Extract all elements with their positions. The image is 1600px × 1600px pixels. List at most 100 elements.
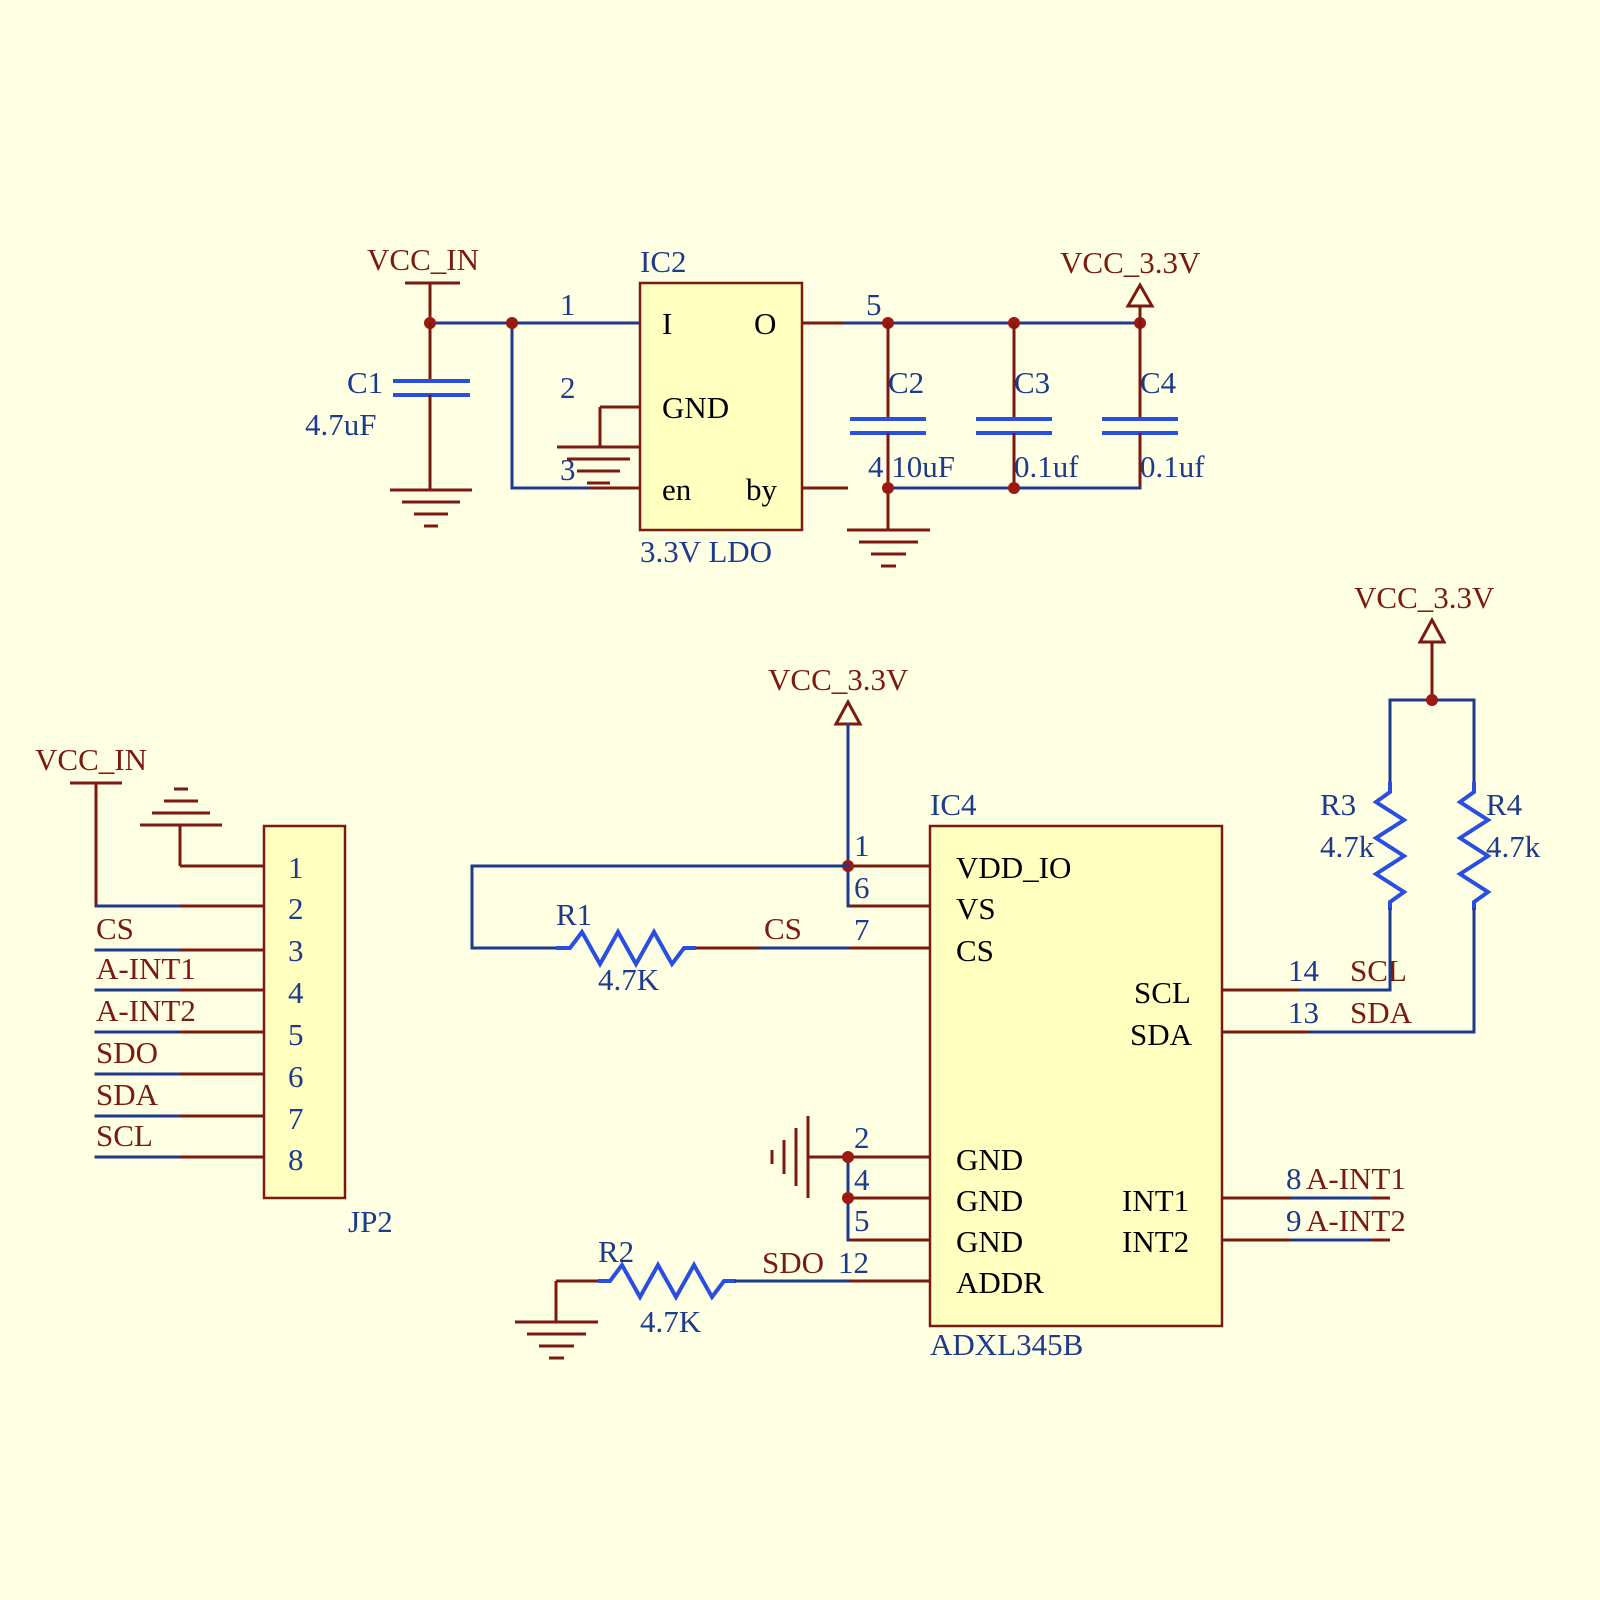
ic2-ref: IC2 [640,244,687,279]
jp2-ref: JP2 [348,1204,393,1239]
jp2-net-cs: CS [96,911,134,946]
cs-net-label: CS [764,911,802,946]
vcc33-power-port-top: VCC_3.3V [1060,245,1201,323]
ic4-pin-name-cs: CS [956,933,994,968]
jp2-net-a-int1: A-INT1 [96,951,196,986]
a-int1-net-label: A-INT1 [1306,1161,1406,1196]
c1-ground-icon [390,488,472,528]
ic4-pin-name-gnd-4: GND [956,1183,1023,1218]
ic4-pin-num-7: 7 [854,912,870,947]
ic2-pin-en: en [662,472,692,507]
jp2-net-a-int2: A-INT2 [96,993,196,1028]
ic2-ground-icon [557,445,640,485]
jp2-pin-2: 2 [288,891,304,926]
jp2-body [262,824,347,1200]
ic4-body [928,824,1224,1328]
jp2-connector: VCC_IN CS A-INT1 A-INT2 SDO SDA SCL 1 2 … [35,742,393,1239]
r3-ref: R3 [1320,787,1356,822]
c1-ref: C1 [347,365,383,400]
jp2-net-scl: SCL [96,1118,153,1153]
ic4-pin-name-gnd-2: GND [956,1142,1023,1177]
scl-net-label: SCL [1350,953,1407,988]
ic4-pin-name-scl: SCL [1134,975,1191,1010]
ic4-desc: ADXL345B [930,1327,1083,1362]
ic4-ground-icon [770,1116,810,1198]
ic2-pin-num-5: 5 [866,287,882,322]
ic4-section: VCC_3.3V IC4 ADXL345B VDD_IO VS CS SCL S… [470,662,1476,1362]
ic4-pin-num-13: 13 [1288,995,1319,1030]
c3-value: 0.1uf [1014,449,1079,484]
vcc-in-power-port: VCC_IN [367,242,479,323]
c4-capacitor: C4 0.1uf [1102,323,1205,488]
pullup-junction [1426,694,1438,706]
jp2-pin-5: 5 [288,1017,304,1052]
ic4-pin-name-int2: INT2 [1122,1224,1189,1259]
vcc33-top-label: VCC_3.3V [1060,245,1201,280]
ic2-desc: 3.3V LDO [640,534,772,569]
ic4-pin-num-8: 8 [1286,1161,1302,1196]
gnd-junction-c2 [882,482,894,494]
gnd-junction-pin4 [842,1192,854,1204]
vcc33-power-port-pullup: VCC_3.3V [1354,580,1495,700]
ic4-pin-num-9: 9 [1286,1203,1302,1238]
jp2-pin-1: 1 [288,850,304,885]
r4-value: 4.7k [1486,829,1541,864]
a-int2-net-label: A-INT2 [1306,1203,1406,1238]
gnd-junction-pin2 [842,1151,854,1163]
ic2-pin-num-2: 2 [560,370,576,405]
r2-ref: R2 [598,1234,634,1269]
c3-capacitor: C3 0.1uf [976,323,1079,488]
c1-value: 4.7uF [305,407,377,442]
ic4-pin-name-addr: ADDR [956,1265,1044,1300]
jp2-pin-8: 8 [288,1142,304,1177]
ldo-section: VCC_IN C1 4.7uF IC2 3.3V LDO I O G [305,242,1205,569]
ic4-pin-name-vs: VS [956,891,996,926]
ic4-pin-num-5: 5 [854,1203,870,1238]
c4-ref: C4 [1140,365,1177,400]
r3-resistor: R3 4.7k [1320,782,1408,910]
vcc33-ic4-label: VCC_3.3V [768,662,909,697]
ic2-pin-gnd: GND [662,390,729,425]
ic4-ref: IC4 [930,787,977,822]
r4-resistor: R4 4.7k [1456,782,1541,910]
ic2-pin-o: O [754,306,776,341]
c2-ground-icon [847,528,930,568]
sdo-net-label: SDO [762,1245,824,1280]
vcc33-power-port-ic4: VCC_3.3V [768,662,909,868]
r2-value: 4.7K [640,1304,702,1339]
jp2-net-sdo: SDO [96,1035,158,1070]
r4-ref: R4 [1486,787,1523,822]
ic4-pin-num-2: 2 [854,1120,870,1155]
jp2-pin-7: 7 [288,1101,304,1136]
vcc33-pullup-label: VCC_3.3V [1354,580,1495,615]
ic4-pin-name-int1: INT1 [1122,1183,1189,1218]
ic4-pin-num-14: 14 [1288,953,1320,988]
vcc-in-label: VCC_IN [367,242,479,277]
c3-ref: C3 [1014,365,1050,400]
sda-net-label: SDA [1350,995,1413,1030]
c4-value: 0.1uf [1140,449,1205,484]
ic2-pin-by: by [746,472,778,507]
ic4-pin-num-1: 1 [854,828,870,863]
c1-capacitor: C1 4.7uF [305,323,470,490]
r1-ref: R1 [556,897,592,932]
vcc-in-conn-label: VCC_IN [35,742,147,777]
ic2-pin-i: I [662,306,672,341]
jp2-pin-3: 3 [288,933,304,968]
ic2-pin-num-1: 1 [560,287,576,322]
r2-resistor: R2 4.7K [598,1234,736,1339]
c2-capacitor: C2 4 10uF [850,323,955,530]
ic4-pin-name-sda: SDA [1130,1017,1193,1052]
c2-ref: C2 [888,365,924,400]
ic2-pin-num-3: 3 [560,452,576,487]
r1-value: 4.7K [598,962,660,997]
ic2-body [638,281,804,532]
input-junction-en [506,317,518,329]
ic4-pin-num-6: 6 [854,870,870,905]
jp2-net-sda: SDA [96,1077,159,1112]
ic4-pin-num-12: 12 [838,1245,869,1280]
ic4-pin-num-4: 4 [854,1162,870,1197]
r1-resistor: R1 4.7K [556,897,696,997]
r2-ground-icon [515,1320,598,1360]
vcc-in-conn-power-port: VCC_IN [35,742,147,906]
